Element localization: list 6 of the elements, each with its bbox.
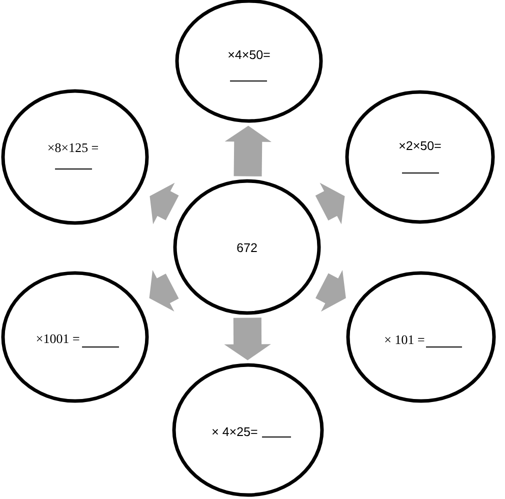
- ellipse-node: ×2×50=: [345, 90, 495, 224]
- ellipse-node: × 101 =: [346, 271, 496, 403]
- ellipse-node: 672: [173, 179, 321, 315]
- ellipse-node: ×1001 =: [1, 271, 149, 403]
- ellipse-node: ×8×125 =: [1, 89, 149, 225]
- ellipse-node: × 4×25=: [172, 363, 324, 497]
